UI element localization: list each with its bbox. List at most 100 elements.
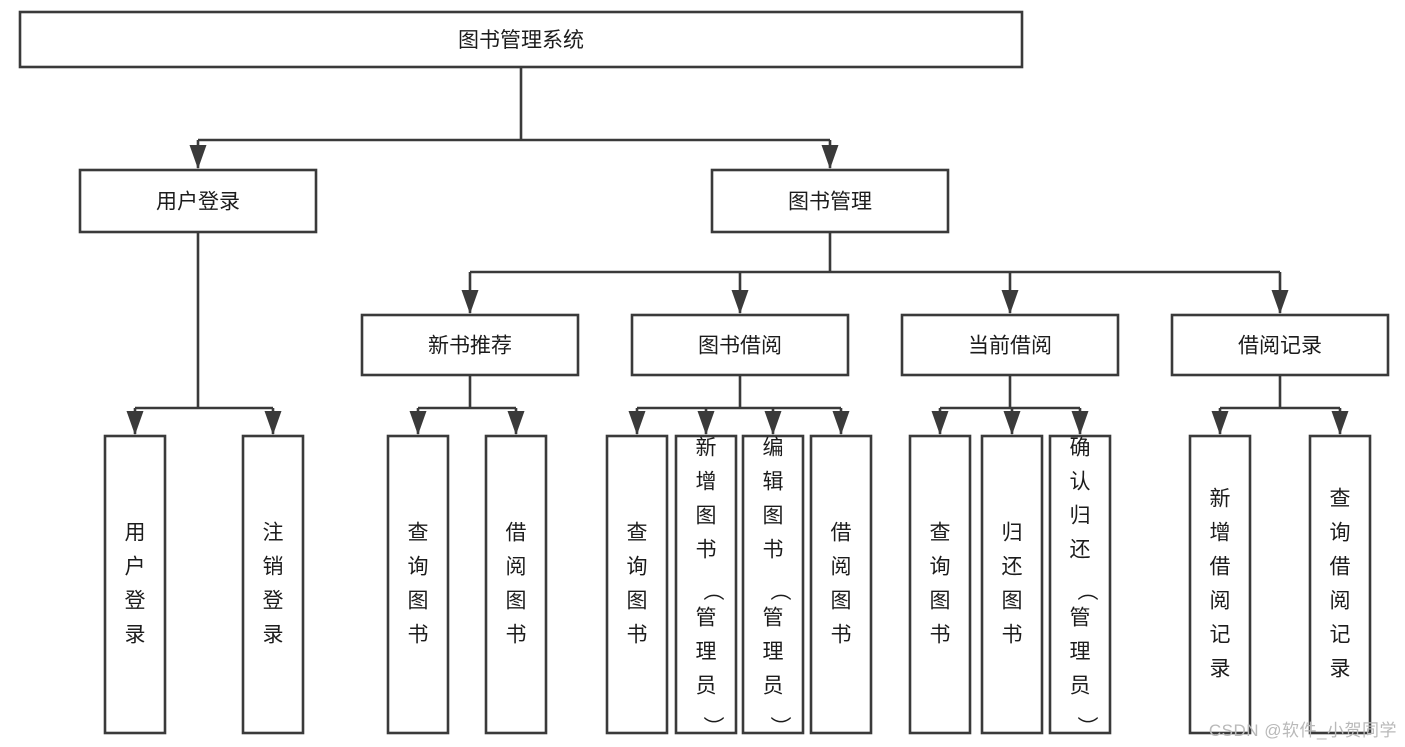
svg-text:员: 员	[696, 675, 717, 698]
svg-text:查: 查	[627, 522, 648, 545]
svg-text:归: 归	[1070, 505, 1091, 528]
svg-text:记: 记	[1210, 624, 1231, 647]
node-level2-1[interactable]	[78, 168, 318, 234]
node-level3-3[interactable]	[900, 313, 1120, 377]
svg-text:查: 查	[1330, 488, 1351, 511]
svg-text:书: 书	[696, 539, 717, 562]
svg-text:图: 图	[763, 505, 784, 528]
svg-text:询: 询	[930, 556, 951, 579]
svg-text:）: ）	[768, 716, 791, 737]
svg-text:图: 图	[1002, 590, 1023, 613]
svg-text:员: 员	[1070, 675, 1091, 698]
node-level2-2-label: 图书管理	[788, 191, 872, 214]
connector-lines	[126, 67, 1349, 435]
node-leaf-3[interactable]	[386, 434, 450, 735]
node-leaf-5[interactable]	[605, 434, 669, 735]
svg-text:登: 登	[125, 590, 146, 613]
svg-text:（: （	[768, 580, 791, 601]
csdn-watermark: CSDN @软件_小贺同学	[1208, 721, 1397, 740]
svg-text:（: （	[701, 580, 724, 601]
svg-text:户: 户	[125, 556, 146, 579]
svg-text:销: 销	[263, 556, 284, 579]
node-level3-2[interactable]	[630, 313, 850, 377]
svg-text:查: 查	[930, 522, 951, 545]
svg-text:录: 录	[1210, 658, 1231, 681]
svg-text:询: 询	[1330, 522, 1351, 545]
svg-text:书: 书	[506, 624, 527, 647]
svg-text:理: 理	[696, 641, 717, 664]
svg-text:图: 图	[408, 590, 429, 613]
svg-text:登: 登	[263, 590, 284, 613]
svg-text:编: 编	[763, 437, 784, 460]
node-leaf-6[interactable]	[674, 434, 738, 735]
svg-text:书: 书	[831, 624, 852, 647]
svg-text:管: 管	[1070, 607, 1091, 630]
node-leaf-12[interactable]	[1188, 434, 1252, 735]
node-level2-2[interactable]	[710, 168, 950, 234]
svg-text:借: 借	[831, 522, 852, 545]
node-leaf-2[interactable]	[241, 434, 305, 735]
svg-text:（: （	[1075, 580, 1098, 601]
node-leaf-8[interactable]	[809, 434, 873, 735]
svg-text:图: 图	[930, 590, 951, 613]
svg-text:图: 图	[627, 590, 648, 613]
svg-text:借: 借	[1210, 556, 1231, 579]
svg-text:管: 管	[696, 607, 717, 630]
svg-text:查: 查	[408, 522, 429, 545]
node-level3-2-label: 图书借阅	[698, 335, 782, 358]
node-system-title[interactable]	[18, 10, 1024, 69]
svg-text:管: 管	[763, 607, 784, 630]
node-level3-1[interactable]	[360, 313, 580, 377]
node-leaf-7[interactable]	[741, 434, 805, 735]
svg-text:新: 新	[1210, 488, 1231, 511]
node-boxes	[18, 10, 1390, 735]
svg-text:询: 询	[627, 556, 648, 579]
svg-text:阅: 阅	[831, 556, 852, 579]
svg-text:认: 认	[1070, 471, 1091, 494]
svg-text:记: 记	[1330, 624, 1351, 647]
node-leaf-11[interactable]	[1048, 434, 1112, 735]
node-level2-1-label: 用户登录	[156, 191, 240, 214]
node-leaf-9[interactable]	[908, 434, 972, 735]
node-leaf-13[interactable]	[1308, 434, 1372, 735]
svg-text:借: 借	[506, 522, 527, 545]
svg-text:询: 询	[408, 556, 429, 579]
svg-text:还: 还	[1002, 556, 1023, 579]
svg-text:理: 理	[1070, 641, 1091, 664]
svg-text:理: 理	[763, 641, 784, 664]
svg-text:增: 增	[696, 471, 717, 494]
svg-text:录: 录	[1330, 658, 1351, 681]
node-leaf-4[interactable]	[484, 434, 548, 735]
svg-text:借: 借	[1330, 556, 1351, 579]
svg-text:书: 书	[1002, 624, 1023, 647]
node-level3-4[interactable]	[1170, 313, 1390, 377]
svg-text:）: ）	[701, 716, 724, 737]
svg-text:阅: 阅	[1330, 590, 1351, 613]
svg-text:阅: 阅	[506, 556, 527, 579]
svg-text:书: 书	[627, 624, 648, 647]
node-leaf-10[interactable]	[980, 434, 1044, 735]
svg-text:书: 书	[408, 624, 429, 647]
svg-text:书: 书	[763, 539, 784, 562]
svg-text:注: 注	[263, 522, 284, 545]
svg-text:增: 增	[1210, 522, 1231, 545]
svg-text:员: 员	[763, 675, 784, 698]
node-leaf-1[interactable]	[103, 434, 167, 735]
svg-text:）: ）	[1075, 716, 1098, 737]
svg-text:新: 新	[696, 437, 717, 460]
svg-text:图: 图	[696, 505, 717, 528]
node-level3-3-label: 当前借阅	[968, 335, 1052, 358]
svg-text:用: 用	[125, 522, 146, 545]
node-level3-4-label: 借阅记录	[1238, 335, 1322, 358]
node-system-title-label: 图书管理系统	[458, 29, 584, 52]
svg-text:图: 图	[506, 590, 527, 613]
